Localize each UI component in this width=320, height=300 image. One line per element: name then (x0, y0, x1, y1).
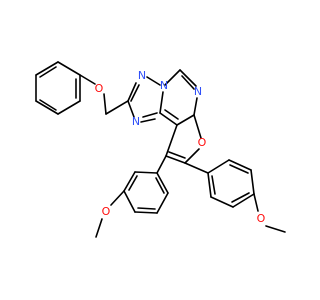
bond (165, 155, 186, 164)
bond (35, 61, 59, 76)
bond (146, 76, 161, 86)
methoxyphenyl-ring-left (123, 171, 169, 214)
bond (79, 74, 96, 85)
bond (179, 69, 197, 87)
bond-double (164, 109, 179, 120)
triazole-ring (127, 76, 164, 123)
bond (123, 190, 136, 213)
atom-n-bridgehead: N (160, 79, 168, 92)
bond (95, 218, 103, 238)
bond (210, 196, 234, 208)
bond (57, 100, 81, 115)
bond (103, 93, 107, 115)
bond (176, 114, 195, 126)
bond (193, 114, 202, 139)
atom-o-furan: O (198, 136, 207, 149)
bond (232, 193, 255, 208)
bond-double (39, 99, 57, 111)
bond (127, 100, 135, 118)
bond (207, 159, 230, 174)
atom-n-triazole: N (138, 69, 146, 82)
bond (57, 61, 81, 76)
bond (140, 118, 156, 123)
atom-o-phenoxy: O (95, 82, 104, 95)
bond-double (229, 164, 249, 174)
bond-double (211, 175, 216, 195)
bond-double (142, 112, 158, 118)
bond (110, 190, 125, 206)
bond (156, 192, 169, 214)
atom-n-triazole: N (132, 115, 140, 128)
bond (250, 169, 255, 195)
bond-double (168, 151, 186, 159)
bond (207, 172, 212, 198)
bond (156, 172, 169, 194)
bond-double (155, 177, 165, 194)
bond (134, 171, 158, 174)
atom-n-pyrimidine: N (194, 85, 202, 98)
molecule-diagram: O N N N N O O O (35, 61, 286, 238)
bond (35, 100, 59, 115)
bond-double (137, 207, 156, 210)
bond (165, 124, 178, 157)
furan-ring (165, 114, 202, 164)
bond (127, 82, 137, 102)
atom-o-methoxy-right: O (257, 212, 266, 225)
atom-o-methoxy-left: O (102, 205, 111, 218)
bond (184, 162, 209, 174)
bond-double (39, 66, 57, 78)
bond (193, 97, 198, 116)
bond (265, 225, 286, 233)
bond (123, 171, 136, 192)
bond-double (231, 192, 250, 203)
bond (184, 148, 200, 164)
bond (105, 100, 129, 115)
bond (159, 91, 164, 114)
bond-double (128, 175, 138, 191)
bond (156, 155, 167, 174)
methoxyphenyl-ring-right (207, 159, 255, 208)
bond (134, 211, 158, 214)
pyrimidine-ring (159, 69, 198, 126)
bond (228, 159, 252, 171)
phenyl-ring (35, 61, 81, 115)
bond-double (181, 75, 195, 90)
bond-double (130, 84, 140, 102)
bond (164, 69, 181, 86)
structure-svg: O N N N N O O O (35, 61, 286, 238)
bond (159, 112, 178, 126)
bond (253, 193, 259, 212)
